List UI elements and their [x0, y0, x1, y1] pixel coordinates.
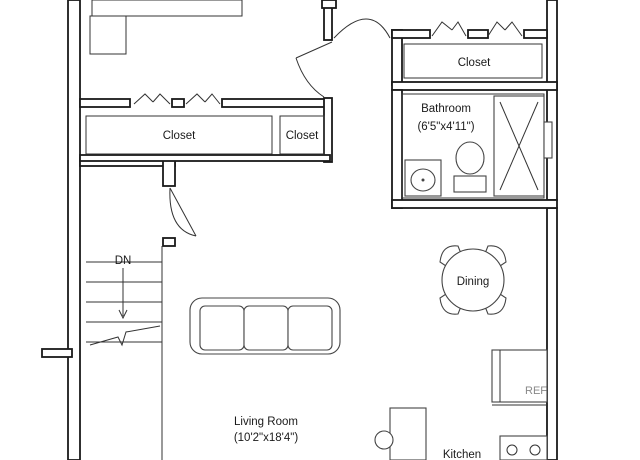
burner-2 [529, 444, 541, 456]
bedroom-bottom-wall-left [79, 98, 131, 108]
hall-door-arc [169, 187, 197, 237]
left-exterior-wall [67, 0, 81, 460]
bifold-4a [487, 21, 506, 37]
bathroom-window [543, 121, 553, 159]
stair-break-line [89, 325, 161, 347]
bedroom-bottom-wall-mid [171, 98, 185, 108]
sofa-cushion-1 [199, 305, 245, 351]
sink-drain [421, 178, 425, 182]
upper-closet-box [403, 43, 543, 79]
toilet-bowl [455, 141, 485, 175]
top-wall-stub [321, 0, 337, 9]
dining-area: Dining [439, 245, 507, 315]
bedroom-right-wall-lower [323, 97, 333, 163]
bathroom-size-label: (6'5"x4'11") [417, 121, 474, 133]
bathroom-name-label: Bathroom [421, 103, 471, 115]
shower-diag-2 [499, 101, 539, 191]
bedroom-bottom-wall-right [221, 98, 331, 108]
nightstand [89, 15, 127, 55]
bar-stool [374, 430, 394, 450]
bifold-1a [133, 93, 154, 105]
upper-hall-door-arc [333, 18, 391, 39]
sofa-cushion-3 [287, 305, 333, 351]
bathroom-left-wall [391, 89, 403, 209]
closet-small-label: Closet [286, 130, 319, 142]
bifold-4b [504, 21, 523, 37]
bedroom-door-leaf [295, 41, 333, 59]
bedroom-door-arc [295, 57, 325, 98]
hall-door-leaf [169, 187, 197, 237]
right-exterior-wall-lower [546, 207, 558, 460]
living-room: Living Room (10'2"x18'4") [189, 297, 341, 444]
bedroom-right-wall-upper [323, 0, 333, 41]
closet-upper-right-label: Closet [458, 57, 491, 69]
bed-footboard [91, 0, 243, 17]
dining-label: Dining [457, 276, 490, 288]
living-room-name-label: Living Room [234, 416, 298, 428]
bedroom-furniture [89, 0, 243, 55]
upper-closet-bottom-wall [391, 81, 558, 91]
bifold-2a [185, 93, 206, 105]
closet-small [279, 115, 325, 155]
closet-mid-left-label: Closet [163, 130, 196, 142]
burner-1 [506, 444, 518, 456]
stair-door-jamb [162, 237, 176, 247]
right-exterior-wall-upper [546, 0, 558, 201]
bifold-1b [152, 93, 171, 105]
kitchen: REF Kitchen [374, 349, 548, 460]
stair-hall: DN [86, 187, 197, 460]
living-room-size-label: (10'2"x18'4") [234, 432, 299, 444]
bathroom: Bathroom (6'5"x4'11") [401, 93, 553, 199]
stair-right-wall-stub [162, 157, 176, 187]
bifold-3a [431, 21, 453, 37]
sofa-cushion-2 [243, 305, 289, 351]
stairs-down-label: DN [115, 255, 132, 267]
refrigerator [491, 349, 548, 403]
bifold-2b [204, 93, 221, 105]
bathroom-bottom-wall [391, 199, 558, 209]
closet-mid-left [85, 115, 273, 155]
kitchen-label: Kitchen [443, 449, 481, 460]
exterior-stub [41, 348, 73, 358]
upper-right-closet: Closet [403, 21, 543, 79]
bedroom-door [295, 18, 391, 98]
refrigerator-label: REF [525, 385, 547, 397]
stair-arrow-head [118, 309, 128, 320]
upper-closet-top-wall-mid [467, 29, 489, 39]
upper-closet-top-wall-left [391, 29, 431, 39]
toilet-tank [453, 175, 487, 193]
closet-bifold-doors [133, 93, 221, 105]
closet-row-bottom-wall [79, 154, 331, 162]
kitchen-island [389, 407, 427, 460]
walls [41, 0, 558, 460]
bifold-3b [451, 21, 467, 37]
upper-closet-top-wall-right [523, 29, 548, 39]
dining-table [441, 248, 505, 312]
